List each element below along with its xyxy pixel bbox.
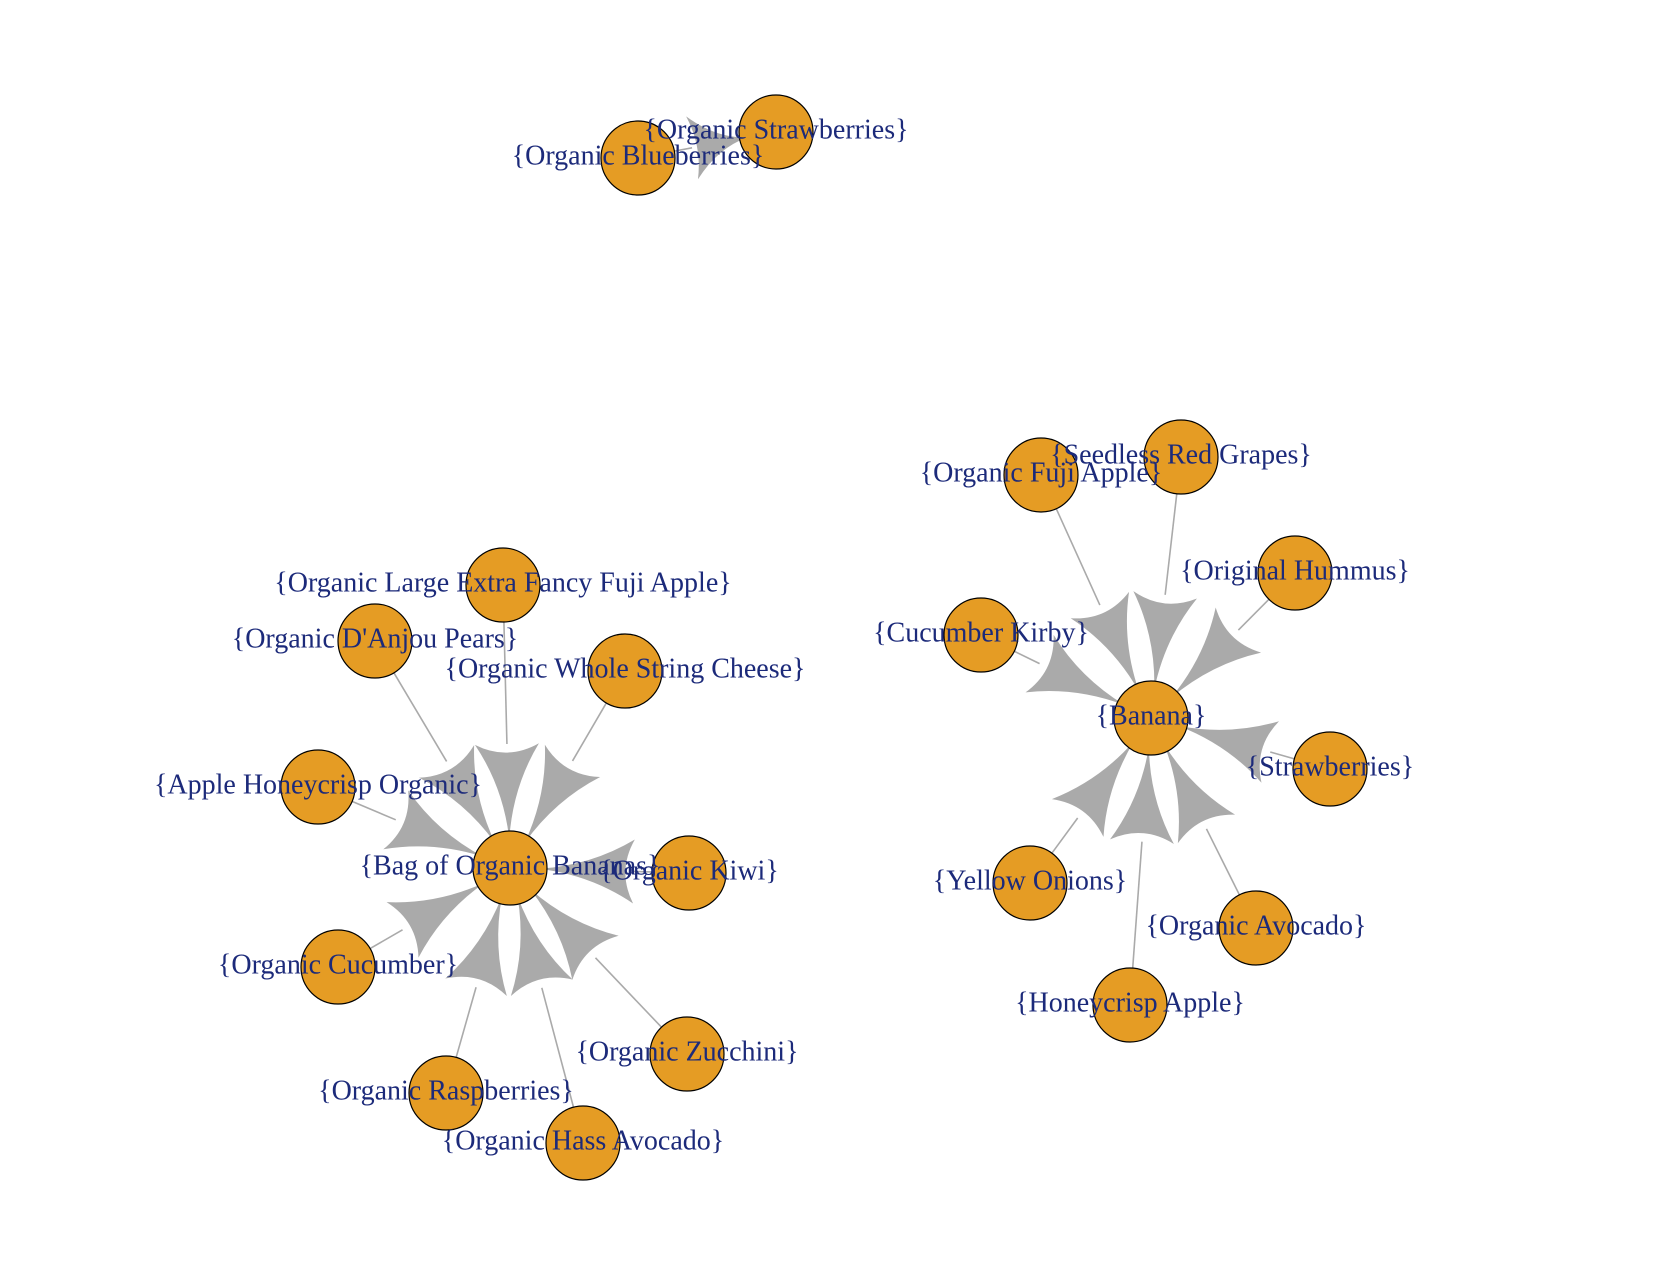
edge-arrowhead <box>1070 591 1140 692</box>
edge-arrowhead <box>524 744 601 843</box>
edges-layer <box>351 116 1295 1108</box>
node-label-yellow_onions: {Yellow Onions} <box>933 865 1127 896</box>
node-label-honeycrisp: {Honeycrisp Apple} <box>1015 987 1245 1018</box>
edge-arrowhead <box>383 790 484 857</box>
node-strawberries_org[interactable] <box>738 94 814 170</box>
node-label-kiwi: {Organic Kiwi} <box>599 855 779 886</box>
nodes-layer <box>280 94 1368 1181</box>
node-bag_bananas[interactable] <box>472 830 548 906</box>
edge-arrowhead <box>1110 746 1174 845</box>
node-red_grapes[interactable] <box>1143 419 1219 495</box>
node-zucchini[interactable] <box>649 1016 725 1092</box>
node-hummus[interactable] <box>1257 535 1333 611</box>
node-blueberries[interactable] <box>600 120 676 196</box>
node-avocado_org[interactable] <box>1218 890 1294 966</box>
edge-line <box>455 987 477 1058</box>
edge-arrowhead <box>1163 743 1236 844</box>
node-label-string_cheese: {Organic Whole String Cheese} <box>445 653 806 684</box>
node-hass_avocado[interactable] <box>545 1105 621 1181</box>
edge-line <box>674 147 693 152</box>
edge-line <box>594 957 663 1028</box>
edge-line <box>1164 493 1178 595</box>
node-string_cheese[interactable] <box>587 633 663 709</box>
node-raspberries[interactable] <box>408 1055 484 1131</box>
edge-arrowhead <box>445 895 507 997</box>
edge-arrowhead <box>1025 634 1125 706</box>
edge-line <box>1237 598 1270 631</box>
edge-line <box>571 702 608 762</box>
edge-line <box>1205 828 1241 896</box>
labels-layer: {Organic Blueberries}{Organic Strawberri… <box>154 114 1414 1156</box>
edge-line <box>1051 817 1079 854</box>
node-label-honeycrisp_org: {Apple Honeycrisp Organic} <box>154 769 482 800</box>
node-honeycrisp_org[interactable] <box>280 749 356 825</box>
edge-line <box>633 870 653 873</box>
node-label-hummus: {Original Hummus} <box>1180 555 1410 586</box>
edge-line <box>1013 650 1040 665</box>
edge-arrowhead <box>686 116 748 180</box>
node-label-strawberries: {Strawberries} <box>1246 751 1414 782</box>
node-label-banana: {Banana} <box>1096 700 1207 731</box>
edge-line <box>1270 751 1295 760</box>
node-yellow_onions[interactable] <box>992 845 1068 921</box>
node-label-raspberries: {Organic Raspberries} <box>318 1075 574 1106</box>
edge-arrowhead <box>419 745 496 844</box>
node-label-zucchini: {Organic Zucchini} <box>575 1036 798 1067</box>
edge-line <box>1131 841 1143 969</box>
node-label-red_grapes: {Seedless Red Grapes} <box>1050 439 1312 470</box>
edge-arrowhead <box>1178 721 1280 783</box>
edge-line <box>393 672 448 762</box>
node-large_fuji[interactable] <box>465 547 541 623</box>
node-label-blueberries: {Organic Blueberries} <box>512 140 765 171</box>
edge-line <box>541 987 575 1108</box>
node-label-avocado_org: {Organic Avocado} <box>1145 910 1366 941</box>
edge-arrowhead <box>1171 607 1262 698</box>
node-label-hass_avocado: {Organic Hass Avocado} <box>442 1125 724 1156</box>
edge-arrowhead <box>529 889 619 980</box>
edge-line <box>1055 508 1101 606</box>
node-danjou[interactable] <box>337 603 413 679</box>
node-label-bag_bananas: {Bag of Organic Bananas} <box>360 850 661 881</box>
node-strawberries[interactable] <box>1292 731 1368 807</box>
node-label-danjou: {Organic D'Anjou Pears} <box>232 623 518 654</box>
edge-arrowhead <box>538 839 635 904</box>
node-label-cucumber_org: {Organic Cucumber} <box>218 949 458 980</box>
edge-line <box>351 800 397 821</box>
edge-arrowhead <box>510 896 573 997</box>
node-banana[interactable] <box>1113 680 1189 756</box>
edge-arrowhead <box>1051 741 1134 837</box>
edge-arrowhead <box>386 882 485 958</box>
node-label-strawberries_org: {Organic Strawberries} <box>643 114 908 145</box>
node-cucumber_kirby[interactable] <box>943 597 1019 673</box>
node-label-fuji_org: {Organic Fuji Apple} <box>920 457 1163 488</box>
node-kiwi[interactable] <box>651 835 727 911</box>
edge-line <box>503 621 508 745</box>
edge-arrowhead <box>1133 591 1197 690</box>
node-label-cucumber_kirby: {Cucumber Kirby} <box>873 617 1089 648</box>
node-honeycrisp[interactable] <box>1092 967 1168 1043</box>
edge-arrowhead <box>474 743 539 840</box>
node-fuji_org[interactable] <box>1003 437 1079 513</box>
node-label-large_fuji: {Organic Large Extra Fancy Fuji Apple} <box>274 567 731 598</box>
node-cucumber_org[interactable] <box>300 929 376 1005</box>
edge-line <box>369 929 403 950</box>
